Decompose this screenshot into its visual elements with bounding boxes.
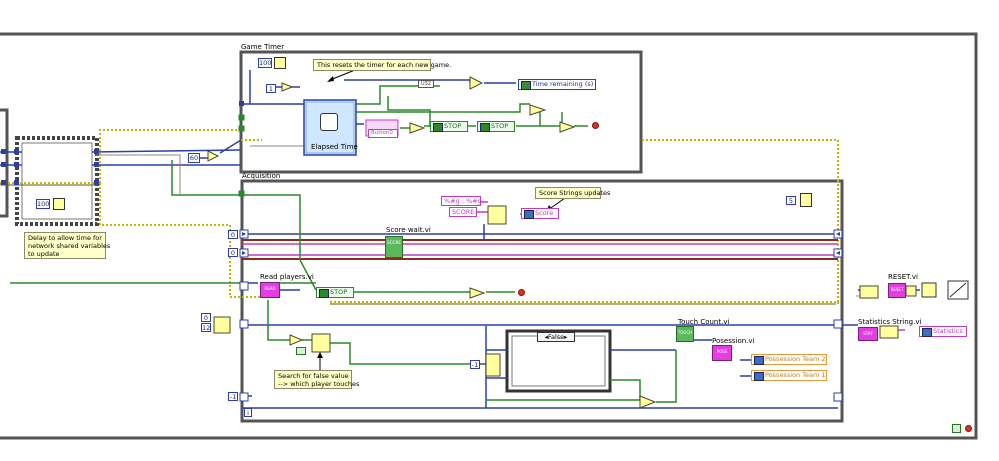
error-wires <box>0 129 839 306</box>
acq-twelve[interactable]: 12 <box>201 323 211 332</box>
possession-label: Posession.vi <box>712 337 755 345</box>
stop-button-1[interactable] <box>592 122 599 129</box>
possession-subvi[interactable]: POSS <box>712 345 732 361</box>
time-remaining-indicator[interactable]: Time remaining (s) <box>518 79 596 90</box>
elapsed-time-label: Elapsed Time <box>311 143 358 151</box>
format-into-string-node[interactable] <box>487 205 507 225</box>
possession-team2-indicator[interactable]: Possession Team 2 <box>751 354 827 365</box>
stop-button-2[interactable] <box>518 289 525 296</box>
left-partial-loop[interactable] <box>0 108 9 218</box>
format-string-constant[interactable]: %#g : %#g <box>441 196 482 206</box>
case-selector[interactable]: ◂False▸ <box>537 332 575 342</box>
search-false-comment: Search for false value --> which player … <box>274 370 359 389</box>
loop-condition-terminal[interactable] <box>952 424 961 433</box>
build-array-node[interactable] <box>485 353 501 377</box>
u32-constant[interactable]: U32 <box>418 80 434 88</box>
statistics-indicator[interactable]: Statistics <box>919 326 967 337</box>
score-wait-subvi[interactable]: SCORE <box>385 236 403 258</box>
wait-ms-icon-2[interactable] <box>53 198 65 210</box>
true-false-constant[interactable] <box>296 347 306 355</box>
acq-zero-a[interactable]: 0 <box>228 230 238 239</box>
reset-subvi[interactable]: RESET <box>888 283 906 298</box>
score-strings-comment: Score Strings updates <box>535 187 610 199</box>
touch-count-label: Touch Count.vi <box>678 318 730 326</box>
wait-ms-icon[interactable] <box>274 57 286 69</box>
reset-label: RESET.vi <box>888 273 918 281</box>
stopwatch-icon <box>320 113 338 131</box>
flat-sequence-frame[interactable] <box>15 136 99 226</box>
concat-node-2[interactable] <box>879 325 899 339</box>
neg-one-constant-a[interactable]: -1 <box>470 360 480 369</box>
reset-timer-comment: This resets the timer for each new game. <box>313 59 451 71</box>
stop-indicator-3[interactable]: STOP <box>316 287 354 298</box>
iteration-i-terminal: i <box>244 408 252 417</box>
sixty-constant[interactable]: 60 <box>188 153 200 163</box>
delay-comment: Delay to allow time for network shared v… <box>24 232 110 259</box>
possession-team1-indicator[interactable]: Possession Team 1 <box>751 370 827 381</box>
acquisition-label: Acquisition <box>242 172 281 180</box>
statistics-string-label: Statistics String.vi <box>858 318 922 326</box>
delay-ms-constant[interactable]: 100 <box>36 199 50 209</box>
iteration-one-constant[interactable]: 1 <box>266 84 276 93</box>
case-right-arrow-icon: ▸ <box>564 333 568 341</box>
read-players-subvi[interactable]: READ <box>260 282 280 298</box>
acq-zero-b[interactable]: 0 <box>228 248 238 257</box>
stop-button-3[interactable] <box>965 425 972 432</box>
score-prefix-constant[interactable]: SCORE: <box>449 207 477 217</box>
index-array-node[interactable] <box>213 316 231 334</box>
boolean-wires <box>10 85 677 403</box>
primitive-nodes[interactable] <box>207 76 657 409</box>
button-ref-node[interactable]: Button0 <box>368 129 398 138</box>
score-indicator[interactable]: Score <box>521 208 559 219</box>
case-left-arrow-icon: ◂ <box>544 333 548 341</box>
read-players-label: Read players.vi <box>260 273 314 281</box>
game-timer-label: Game Timer <box>241 43 285 51</box>
wait-ms-icon-3[interactable] <box>800 193 812 207</box>
statistics-string-subvi[interactable]: STAT <box>858 327 878 341</box>
touch-count-subvi[interactable]: TOUCH <box>676 326 694 342</box>
neg-one-constant-b[interactable]: -1 <box>228 392 238 401</box>
concat-node[interactable] <box>859 285 879 299</box>
game-timer-loop[interactable] <box>239 50 643 174</box>
string-wires <box>242 201 905 331</box>
five-constant[interactable]: 5 <box>786 196 796 205</box>
stop-indicator-1[interactable]: STOP <box>430 121 468 132</box>
score-wait-label: Score wait.vi <box>386 226 431 234</box>
acq-zero-c[interactable]: 0 <box>201 313 211 322</box>
bundle-node[interactable] <box>905 285 917 297</box>
case-structure[interactable] <box>505 329 612 393</box>
stop-indicator-2[interactable]: STOP <box>477 121 515 132</box>
timer-ms-constant[interactable]: 100 <box>258 58 272 68</box>
acquisition-loop[interactable] <box>240 179 844 423</box>
reset-subvi-connector <box>921 282 937 298</box>
cluster-wires <box>242 239 838 260</box>
search-array-node[interactable] <box>311 333 331 353</box>
outer-while-loop[interactable] <box>0 32 978 440</box>
